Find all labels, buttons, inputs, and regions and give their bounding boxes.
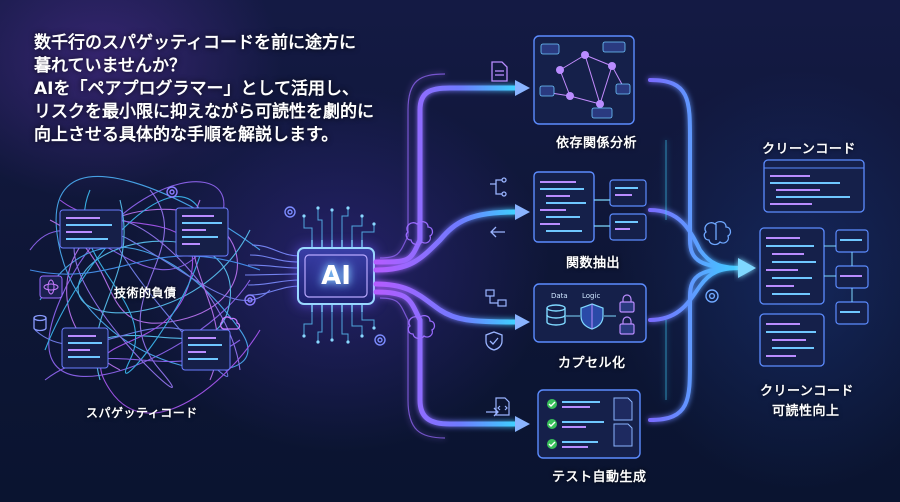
atom-icon	[39, 275, 63, 299]
gear-icon	[705, 289, 719, 303]
check-icon	[547, 399, 557, 409]
database-icon	[546, 304, 566, 326]
chip-input-wires	[244, 244, 301, 296]
brain-icon	[405, 220, 434, 246]
shield-check-icon	[485, 331, 503, 351]
readability-label: 可読性向上	[772, 404, 840, 419]
intro-line-2: 暮れていませんか？	[34, 56, 186, 76]
intro-line-4: リスクを最小限に抑えながら可読性を劇的に	[34, 102, 374, 122]
encap-logic-label: Logic	[582, 292, 601, 300]
spaghetti-window-4	[181, 329, 231, 371]
hierarchy-icon	[485, 289, 507, 307]
document-icon	[491, 61, 508, 82]
arrow-right-icon	[486, 407, 499, 417]
dependency-window	[533, 35, 635, 125]
encapsulate-window	[533, 283, 647, 343]
intro-line-5: 向上させる具体的な手順を解説します。	[34, 125, 339, 145]
intro-line-1: 数千行のスパゲッティコードを前に途方に	[34, 33, 356, 53]
ai-chip	[296, 206, 376, 344]
spaghetti-code-label: スパゲッティコード	[86, 406, 198, 420]
clean-code-stack	[759, 159, 869, 367]
gear-icon	[374, 334, 386, 346]
merge-arrows	[648, 78, 742, 422]
spaghetti-window-3	[61, 327, 109, 369]
gear-icon	[284, 206, 296, 218]
encap-data-label: Data	[551, 292, 568, 300]
function-extract-label: 関数抽出	[566, 256, 621, 271]
extract-window	[533, 171, 647, 243]
flow-arrowheads	[515, 80, 530, 432]
test-generation-label: テスト自動生成	[552, 470, 647, 485]
flow-arrows	[373, 73, 518, 439]
arrow-left-icon	[490, 226, 505, 238]
gear-icon	[166, 186, 178, 198]
intro-line-3: AIを「ペアプログラマー」として活用し、	[34, 79, 359, 99]
lock-icon	[619, 294, 635, 313]
clean-code-title: クリーンコード	[762, 142, 856, 157]
check-icon	[547, 439, 557, 449]
tests-window	[537, 389, 641, 459]
encapsulation-label: カプセル化	[558, 356, 626, 371]
spaghetti-window-1	[59, 209, 123, 249]
dependency-analysis-label: 依存関係分析	[556, 136, 638, 151]
document-icon	[613, 397, 633, 447]
brain-icon	[407, 314, 436, 340]
cloud-icon	[219, 316, 241, 330]
merge-arrowhead	[738, 258, 756, 278]
intro-text: 数千行のスパゲッティコードを前に途方に 暮れていませんか？ AIを「ペアプログラ…	[34, 32, 414, 147]
tech-debt-label: 技術的負債	[114, 286, 177, 300]
clean-code-label: クリーンコード	[760, 384, 854, 399]
database-icon	[33, 314, 47, 332]
shield-icon	[580, 303, 604, 330]
tree-branch-icon	[490, 177, 507, 197]
lock-icon	[619, 316, 635, 335]
check-icon	[547, 419, 557, 429]
brain-icon	[703, 220, 732, 246]
ai-chip-label: AI	[321, 261, 351, 291]
spaghetti-window-2	[175, 207, 229, 257]
